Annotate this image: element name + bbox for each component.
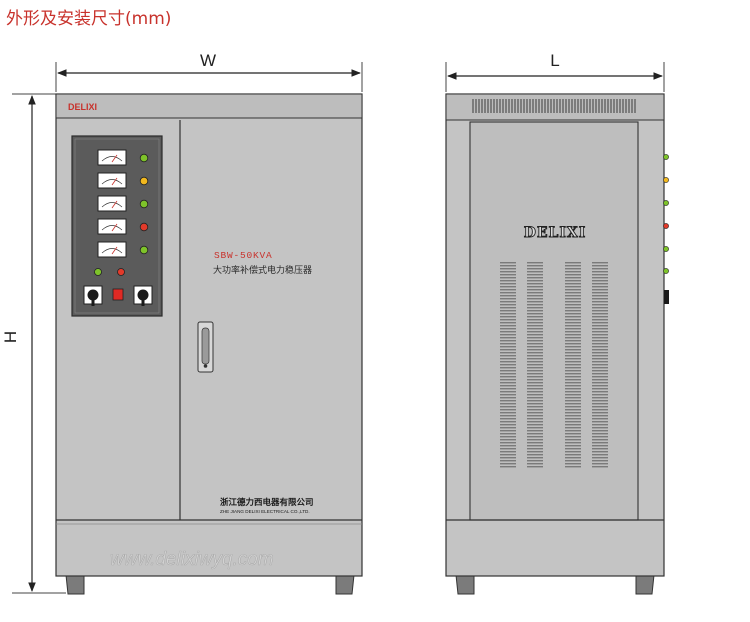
width-label: W: [200, 51, 216, 70]
indicator-lamp: [663, 223, 669, 229]
height-label: H: [1, 331, 20, 343]
length-label: L: [550, 51, 559, 70]
indicator-lamp: [663, 154, 669, 160]
top-vent-grille: [472, 99, 636, 113]
front-right-foot: [335, 574, 355, 595]
company-name-en: ZHE JIANG DELIXI ELECTRICAL CO.,LTD.: [220, 509, 310, 514]
side-brand-logo: DELIXI: [524, 225, 587, 241]
model-label: SBW-50KVA: [214, 250, 273, 261]
meter: [97, 241, 127, 258]
side-knob: [664, 290, 669, 304]
meter: [97, 218, 127, 235]
front-view: DELIXI: [55, 93, 363, 595]
power-switch: [112, 288, 124, 301]
side-right-foot: [635, 574, 655, 595]
indicator-lamp: [139, 199, 149, 209]
indicator-lamp: [117, 268, 125, 276]
website-watermark: www.delixiwyq.com: [110, 549, 274, 570]
indicator-lamp: [663, 268, 669, 274]
front-left-foot: [65, 574, 85, 595]
height-dimension: H: [1, 93, 66, 594]
front-brand-logo: DELIXI: [68, 102, 97, 112]
indicator-lamp: [663, 246, 669, 252]
side-panel: [469, 121, 639, 521]
length-dimension: L: [445, 51, 665, 92]
front-top-band: [55, 93, 363, 119]
indicator-lamp: [663, 177, 669, 183]
ventilation-louvres: [500, 262, 608, 468]
indicator-lamp: [139, 222, 149, 232]
side-left-foot: [455, 574, 475, 595]
indicator-lamp: [94, 268, 102, 276]
width-dimension: W: [55, 51, 363, 92]
meter: [97, 172, 127, 189]
indicator-lamp: [139, 245, 149, 255]
indicator-lamp: [139, 176, 149, 186]
door-handle: [197, 321, 214, 373]
side-view: DELIXI: [445, 93, 669, 595]
indicator-lamp: [139, 153, 149, 163]
rotary-knob: [83, 285, 103, 306]
company-name-cn: 浙江德力西电器有限公司: [220, 497, 314, 508]
diagram-title: 外形及安装尺寸(mm): [6, 9, 172, 29]
product-name-label: 大功率补偿式电力稳压器: [213, 264, 312, 276]
indicator-lamp: [663, 200, 669, 206]
meter: [97, 149, 127, 166]
meter: [97, 195, 127, 212]
rotary-knob: [133, 285, 153, 306]
